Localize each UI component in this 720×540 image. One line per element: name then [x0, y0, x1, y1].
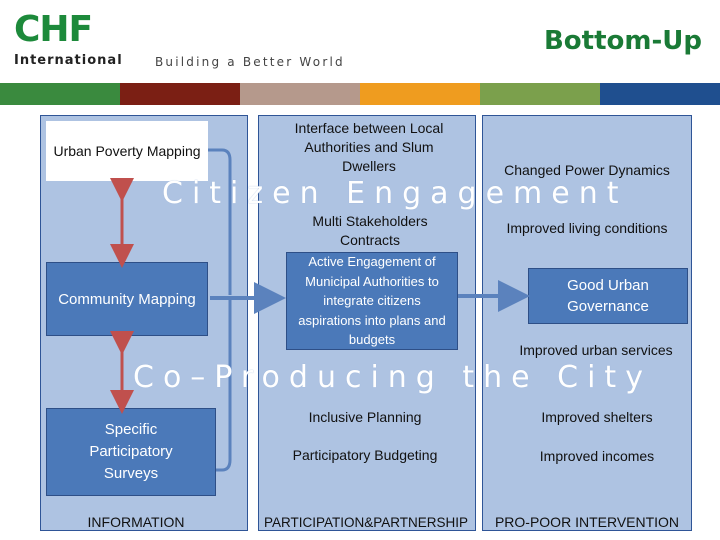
participatory-budgeting-label: Participatory Budgeting: [292, 447, 438, 463]
improved-living-label: Improved living conditions: [506, 220, 668, 236]
information-footer: INFORMATION: [87, 514, 185, 530]
interface-label: Interface between Local Authorities and …: [294, 120, 444, 174]
color-bar-segment: [600, 83, 720, 105]
co-producing-city-banner: Co–Producing the City: [133, 360, 652, 395]
good-governance-box: Good Urban Governance: [528, 268, 688, 324]
urban-poverty-mapping-box: Urban Poverty Mapping: [46, 121, 208, 181]
active-engagement-box: Active Engagement of Municipal Authoriti…: [286, 252, 458, 350]
color-bar-segment: [120, 83, 240, 105]
active-engagement-label: Active Engagement of Municipal Authoriti…: [298, 254, 446, 348]
color-bar: [0, 83, 720, 105]
citizen-engagement-banner: Citizen Engagement: [162, 176, 628, 211]
community-mapping-box: Community Mapping: [46, 262, 208, 336]
multi-stakeholders-label: Multi Stakeholders Contracts: [312, 213, 428, 248]
color-bar-segment: [0, 83, 120, 105]
logo-subtitle: International: [14, 53, 123, 68]
improved-shelters-label: Improved shelters: [541, 409, 653, 425]
slide-title: Bottom-Up: [543, 26, 702, 56]
color-bar-segment: [240, 83, 360, 105]
good-governance-label: Good Urban Governance: [567, 277, 649, 315]
pro-poor-footer: PRO-POOR INTERVENTION: [494, 514, 680, 530]
inclusive-planning-label: Inclusive Planning: [308, 409, 422, 425]
logo: CHF: [14, 9, 93, 50]
community-mapping-label: Community Mapping: [58, 290, 196, 308]
changed-power-label: Changed Power Dynamics: [504, 162, 670, 178]
participatory-surveys-label: Specific Participatory Surveys: [89, 421, 173, 482]
urban-poverty-mapping-label: Urban Poverty Mapping: [53, 142, 201, 159]
participatory-surveys-box: Specific Participatory Surveys: [46, 408, 216, 496]
improved-incomes-label: Improved incomes: [539, 448, 655, 464]
color-bar-segment: [480, 83, 600, 105]
improved-services-label: Improved urban services: [519, 342, 673, 358]
tagline: Building a Better World: [155, 55, 345, 69]
color-bar-segment: [360, 83, 480, 105]
participation-footer: PARTICIPATION&PARTNERSHIP: [263, 515, 469, 530]
